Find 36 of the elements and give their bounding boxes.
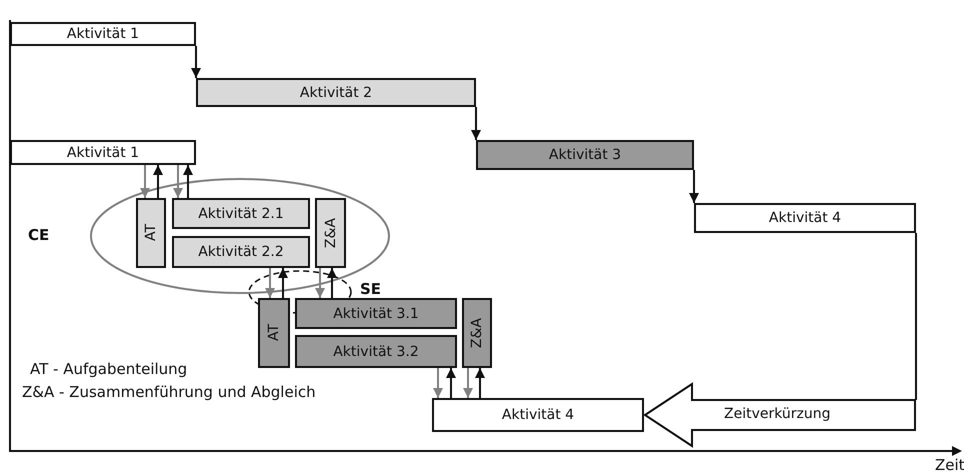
axis-label: Zeit — [935, 456, 964, 474]
arrow — [327, 268, 337, 298]
activity-bar: Aktivität 4 — [432, 398, 644, 432]
arrow — [173, 165, 183, 198]
activity-bar: Aktivität 3 — [476, 140, 694, 170]
step-bar: AT — [136, 198, 166, 268]
arrow — [140, 165, 150, 198]
activity-bar: Aktivität 3.1 — [295, 298, 457, 329]
arrow-label: Zeitverkürzung — [724, 406, 831, 422]
activity-bar: Aktivität 4 — [694, 203, 916, 233]
connector-line — [915, 233, 917, 400]
activity-bar: Aktivität 1 — [10, 22, 196, 46]
activity-bar: Aktivität 3.2 — [295, 335, 457, 368]
arrow — [315, 268, 325, 298]
ellipse-label: SE — [360, 280, 382, 298]
arrow — [463, 368, 473, 398]
arrow — [433, 368, 443, 398]
arrow — [191, 46, 201, 78]
activity-bar: Aktivität 2.2 — [172, 236, 310, 268]
arrow — [278, 268, 288, 298]
step-bar: Z&A — [462, 298, 492, 368]
abbreviation-note: Z&A - Zusammenführung und Abgleich — [22, 383, 316, 401]
ellipse-label: CE — [28, 226, 50, 244]
arrow — [471, 107, 481, 140]
step-bar: AT — [258, 298, 290, 368]
arrow — [265, 268, 275, 298]
arrow — [183, 165, 193, 198]
arrow — [153, 165, 163, 198]
arrow — [689, 170, 699, 203]
arrow — [475, 368, 485, 398]
abbreviation-note: AT - Aufgabenteilung — [30, 360, 188, 378]
activity-bar: Aktivität 2.1 — [172, 198, 310, 229]
step-bar: Z&A — [315, 198, 346, 268]
activity-bar: Aktivität 1 — [10, 140, 196, 165]
arrow — [446, 368, 456, 398]
activity-bar: Aktivität 2 — [196, 78, 476, 107]
